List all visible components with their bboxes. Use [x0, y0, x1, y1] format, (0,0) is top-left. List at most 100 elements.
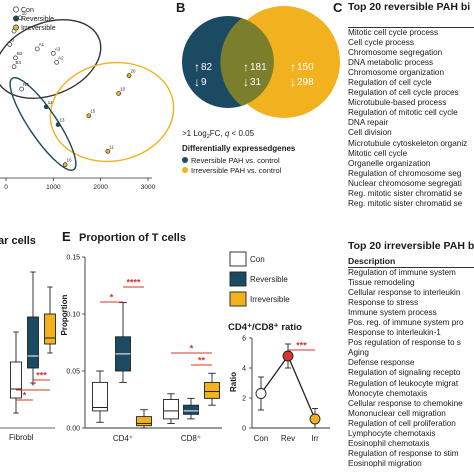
ratio-point [309, 413, 321, 425]
venn-down-arrow: ↓ [243, 75, 249, 89]
t-cells-y-tick-label: 0.15 [66, 255, 80, 262]
t-cells-box-box [92, 381, 108, 412]
pca-point [55, 122, 61, 127]
pca-legend-marker [13, 15, 19, 22]
reversible-ellipse [9, 77, 77, 171]
pca-x-tick-label: 3000 [141, 184, 156, 191]
pca-point [34, 46, 40, 52]
reversible-term: Reg. mitotic sister chromatid se [348, 188, 463, 198]
reversible-term: Reg. mitotic sister chromatid se [348, 198, 463, 208]
pca-point [116, 91, 122, 96]
irreversible-list-column: Description [348, 256, 396, 266]
pca-point-label: 15 [90, 109, 95, 114]
irreversible-term: Lymphocyte chemotaxis [348, 428, 436, 438]
reversible-term: Mitotic cell cycle process [348, 28, 439, 37]
ratio-category-label: Con [254, 434, 269, 443]
panel-letter-e: E [62, 229, 71, 244]
irreversible-term: Response to interleukin-1 [348, 328, 441, 338]
pca-legend-marker [13, 6, 19, 13]
pca-legend-label: Irreversible [21, 25, 56, 32]
left-box-box [10, 361, 22, 399]
t-cell-box-plot: Proportion of T cells0.000.050.100.15Pro… [60, 232, 290, 443]
irreversible-term: Tissue remodeling [348, 278, 415, 288]
pca-point [13, 55, 18, 61]
reversible-term: Regulation of mitotic cell cycle [348, 108, 458, 118]
venn-up-arrow: ↑ [243, 60, 249, 74]
t-cells-box-box [183, 404, 199, 415]
venn-down-arrow: ↓ [290, 75, 296, 89]
venn-up-count: 150 [297, 62, 314, 73]
t-cells-y-tick-label: 0.05 [66, 369, 80, 376]
t-cells-legend-swatch [229, 251, 247, 267]
ratio-category-label: Irr [311, 434, 319, 443]
irreversible-term: Regulation of immune system [348, 268, 456, 277]
reversible-term: Cell cycle process [348, 38, 414, 48]
irreversible-term: Pos. reg. of immune system pro [348, 318, 464, 328]
left-sig-2-stars: * [31, 381, 35, 391]
con-ellipse [0, 19, 102, 99]
venn-up-count: 181 [250, 62, 267, 73]
ratio-title: CD4⁺/CD8⁺ ratio [228, 322, 302, 333]
pca-legend-label: Reversible [21, 16, 54, 23]
pca-point-label: 11 [109, 144, 114, 149]
pca-point-label: 20 [131, 69, 136, 74]
pca-plot: 0100020003000109A1A3A2R3BB2B312132010151… [0, 6, 175, 191]
reversible-list-rule [348, 27, 474, 28]
pca-point-label: B [11, 38, 14, 43]
panel-letter-c: C [333, 0, 343, 15]
reversible-term: DNA repair [348, 118, 389, 128]
venn-threshold-part: 2 [207, 134, 210, 140]
t-cells-sig-stars: **** [126, 278, 141, 288]
venn-down-arrow: ↓ [194, 75, 200, 89]
irreversible-term: Cellular response to interleukin [348, 288, 461, 298]
pca-point [62, 162, 68, 167]
venn-up-arrow: ↑ [290, 60, 296, 74]
pca-point [126, 73, 132, 79]
pca-x-tick-label: 1000 [46, 184, 61, 191]
pca-legend-marker [13, 24, 19, 31]
irreversible-term: Pos regulation of response to s [348, 338, 461, 348]
venn-overlap [220, 18, 274, 106]
panel-letter-b: B [176, 0, 186, 15]
venn-legend-marker [182, 167, 188, 173]
reversible-term: Microtubule cytoskeleton organiz [348, 138, 468, 148]
irreversible-term: Aging [348, 348, 369, 358]
irreversible-term: Cellular response to chemokine [348, 398, 463, 408]
irreversible-term: Eosinophil chemotaxis [348, 438, 430, 448]
t-cells-y-label: Proportion [60, 294, 69, 335]
reversible-term: DNA metabolic process [348, 58, 434, 68]
venn-legend-label: Reversible PAH vs. control [191, 156, 280, 165]
pca-point-label: B2 [17, 51, 23, 56]
irreversible-term: Regulation of leukocyte migrat [348, 378, 459, 388]
pca-point-label: 10 [120, 86, 125, 91]
reversible-list-heading: Top 20 reversible PAH bi [348, 1, 471, 13]
pca-point-label: 10 [22, 11, 27, 16]
pca-point [19, 86, 24, 92]
t-cells-box-box [136, 416, 152, 427]
t-cells-category-label: CD4⁺ [113, 434, 133, 443]
t-cells-legend-label: Con [250, 255, 265, 264]
t-cells-title: Proportion of T cells [79, 232, 186, 244]
reversible-term: Regulation of chromosome seg [348, 168, 462, 178]
venn-threshold-part: < 0.05 [229, 129, 254, 138]
ratio-y-tick-label: 4 [242, 366, 246, 373]
pca-point [7, 42, 13, 47]
venn-up-arrow: ↑ [194, 60, 200, 74]
left-box-plot: ar cells*****Fibrobl [0, 235, 56, 442]
t-cells-legend-label: Irreversible [250, 295, 290, 304]
irreversible-list-heading: Top 20 irreversible PAH b [348, 240, 474, 252]
irreversible-term: Regulation of cell proliferation [348, 418, 456, 428]
irreversible-term: Monocyte chemotaxis [348, 388, 428, 398]
t-cells-y-tick-label: 0.00 [66, 426, 80, 433]
venn-threshold-part: >1 Log [182, 129, 207, 138]
t-cells-sig-stars: ** [198, 356, 206, 366]
ratio-y-tick-label: 2 [242, 396, 246, 403]
reversible-term: Regulation of cell cycle proces [348, 88, 459, 98]
t-cells-category-label: CD8⁺ [181, 434, 201, 443]
venn-legend-label: Irreversible PAH vs. control [191, 166, 282, 175]
pca-point-label: A2 [58, 55, 64, 60]
reversible-term: Cell division [348, 128, 392, 138]
reversible-term: Regulation of cell cycle [348, 78, 432, 88]
pca-point [105, 148, 111, 154]
